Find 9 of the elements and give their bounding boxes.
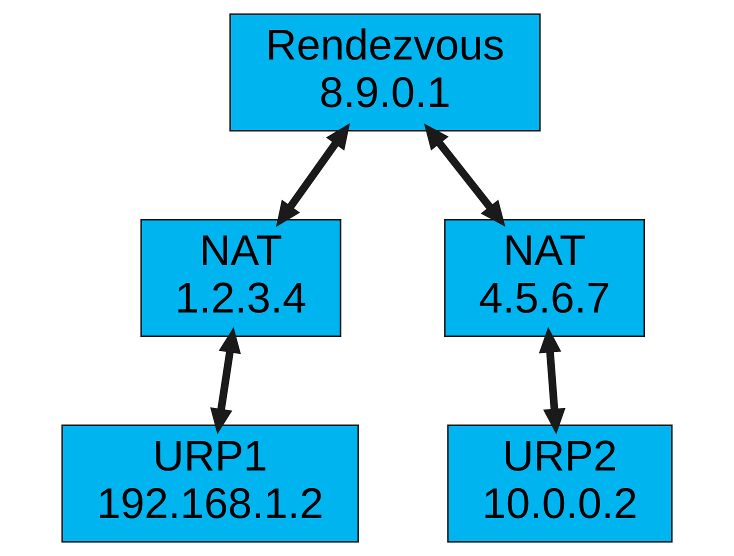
node-box: NAT 1.2.3.4 [140,218,342,338]
arrow [276,123,350,228]
arrow [424,123,506,227]
node-box: Rendezvous 8.9.0.1 [229,13,541,132]
arrow [210,327,241,434]
arrow [538,326,566,434]
node-box: NAT 4.5.6.7 [444,218,646,338]
node-box: URP2 10.0.0.2 [447,424,673,543]
node-box: URP1 192.168.1.2 [61,424,359,543]
